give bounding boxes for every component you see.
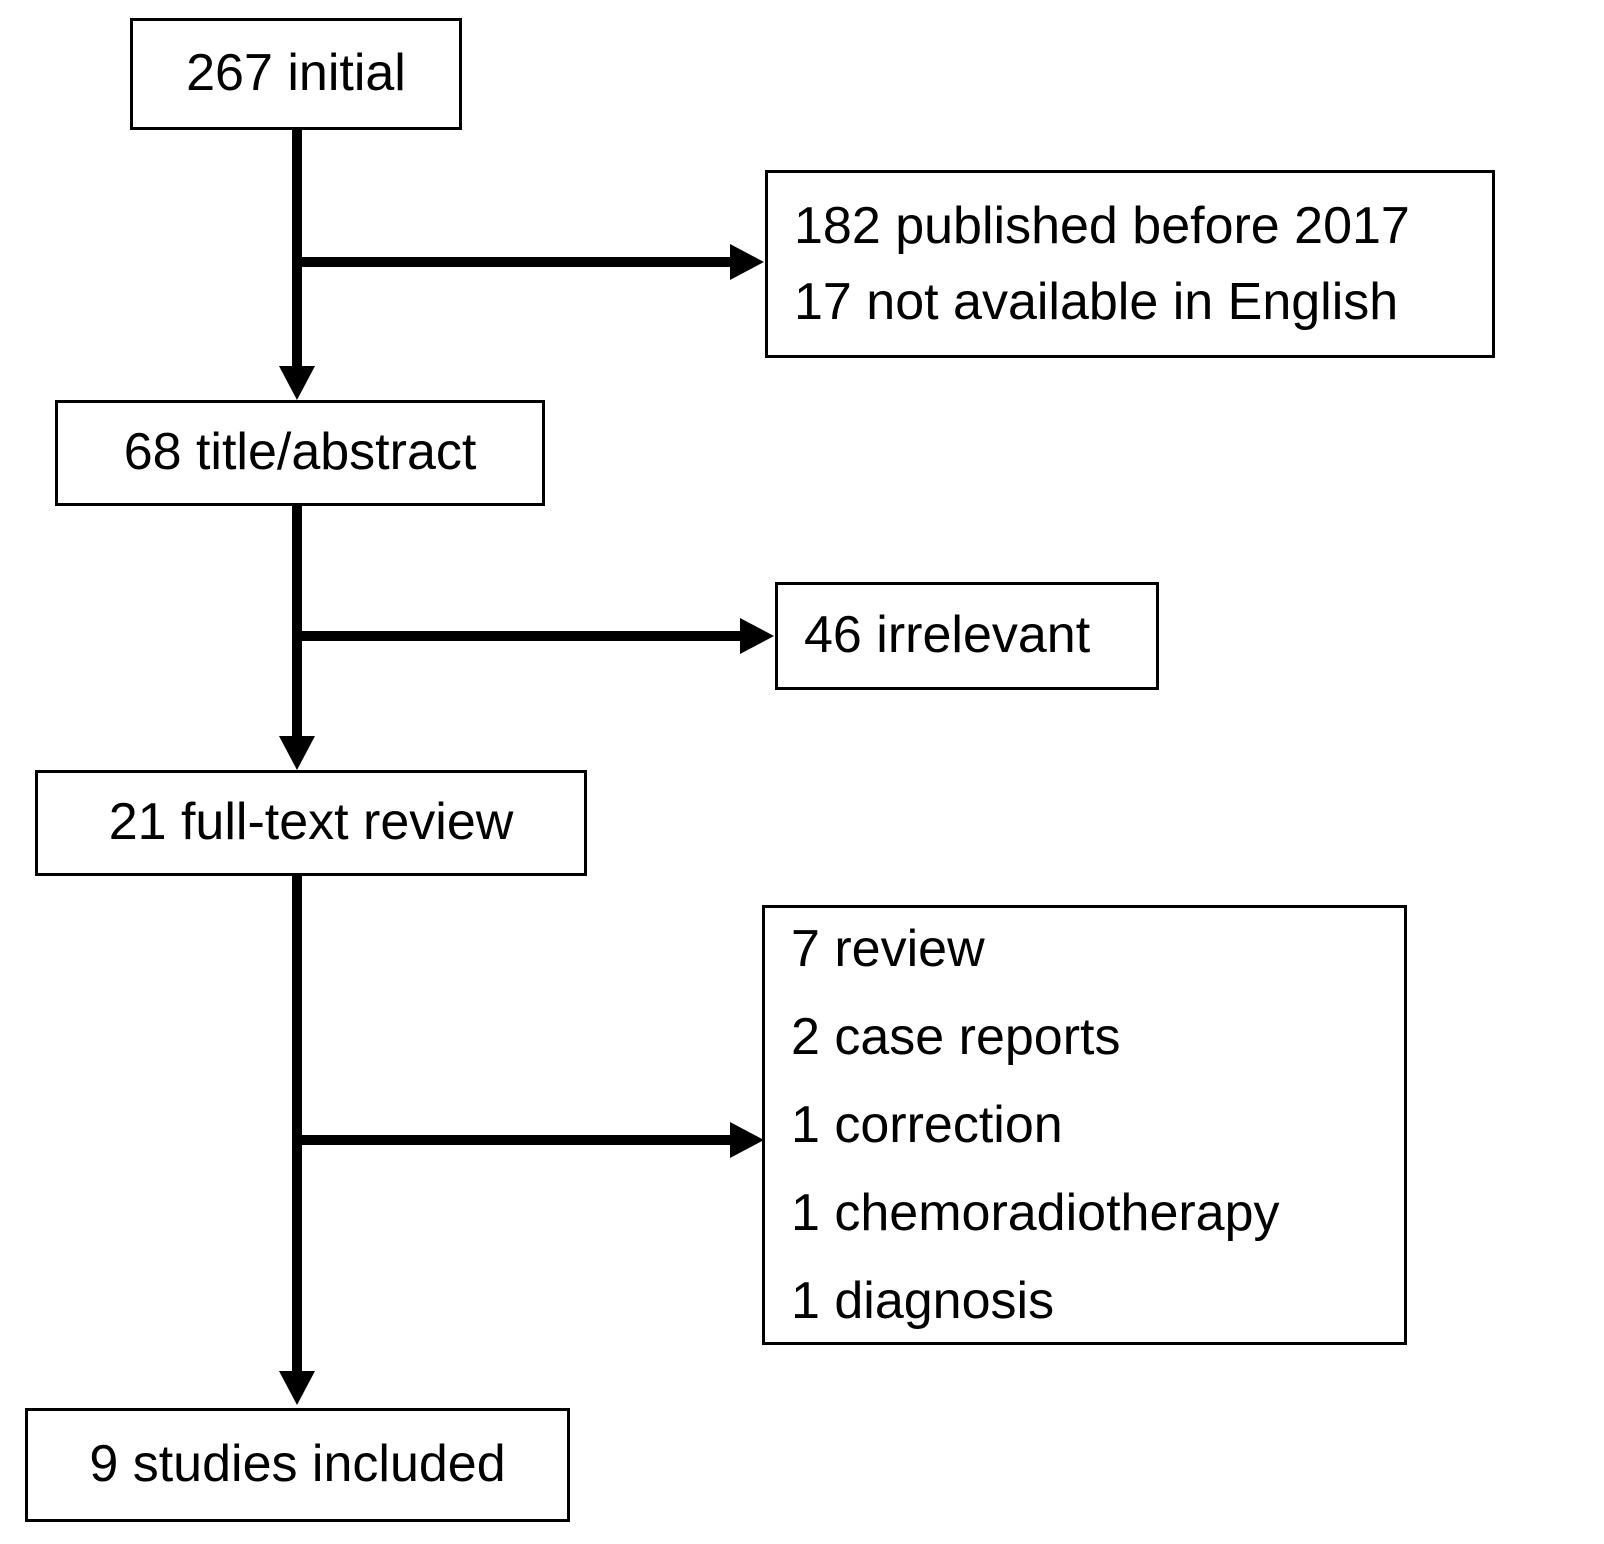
connector-initial-to-title-abstract (292, 130, 302, 366)
connector-title-abstract-to-full-text (292, 506, 302, 736)
exclusion-line: 182 published before 2017 (794, 197, 1410, 255)
node-full-text-review-label: 21 full-text review (108, 793, 514, 852)
exclusion-line: 46 irrelevant (804, 606, 1091, 665)
exclusion-line: 17 not available in English (794, 273, 1399, 331)
arrowhead-down-icon (279, 366, 315, 400)
node-initial-label: 267 initial (186, 44, 406, 103)
node-studies-included-label: 9 studies included (89, 1435, 506, 1494)
node-initial: 267 initial (130, 18, 462, 130)
arrowhead-right-icon (730, 244, 764, 280)
exclusion-box-after-initial: 182 published before 2017 17 not availab… (765, 170, 1495, 358)
node-studies-included: 9 studies included (25, 1408, 570, 1522)
arrowhead-right-icon (730, 1122, 764, 1158)
exclusion-line: 2 case reports (791, 1008, 1121, 1066)
arrowhead-down-icon (279, 1371, 315, 1405)
arrowhead-down-icon (279, 736, 315, 770)
arrowhead-right-icon (740, 618, 774, 654)
exclusion-box-after-title-abstract: 46 irrelevant (775, 582, 1159, 690)
exclusion-line: 1 diagnosis (791, 1272, 1055, 1330)
connector-full-text-to-included (292, 876, 302, 1371)
exclusion-box-after-full-text: 7 review 2 case reports 1 correction 1 c… (762, 905, 1407, 1345)
exclusion-line: 1 correction (791, 1096, 1063, 1154)
exclusion-line: 1 chemoradiotherapy (791, 1184, 1280, 1242)
branch-to-exclusion-after-full-text (292, 1135, 730, 1145)
exclusion-line: 7 review (791, 920, 985, 978)
node-title-abstract: 68 title/abstract (55, 400, 545, 506)
branch-to-exclusion-after-title-abstract (292, 631, 740, 641)
branch-to-exclusion-after-initial (292, 257, 730, 267)
node-title-abstract-label: 68 title/abstract (123, 423, 477, 482)
node-full-text-review: 21 full-text review (35, 770, 587, 876)
